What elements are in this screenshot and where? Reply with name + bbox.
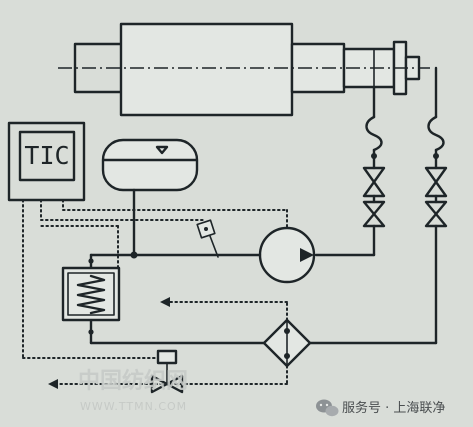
signal-lines: [22, 199, 288, 359]
cooling-out-arrow-icon: [160, 297, 170, 307]
tank-body: [101, 138, 199, 192]
watermark: 中国纺织网 WWW.TTMN.COM: [78, 368, 188, 413]
control-valve: [150, 349, 184, 394]
heat-exchanger: [262, 318, 312, 368]
main-pipework: [88, 251, 266, 345]
watermark-en: WWW.TTMN.COM: [80, 400, 187, 413]
watermark-cn: 中国纺织网: [78, 368, 188, 394]
wechat-icon: [316, 399, 339, 417]
gate-valve-left-upper: [362, 166, 386, 198]
flexible-hose-right: [427, 115, 445, 152]
valve-actuator: [156, 349, 178, 365]
cooling-water-lines: [48, 297, 288, 389]
gate-valve-left-lower: [362, 200, 386, 228]
cooling-return-arrow-icon: [48, 379, 58, 389]
controller-display: [18, 130, 76, 182]
expansion-tank: [101, 138, 199, 257]
controller-housing: [7, 121, 86, 202]
controller-label: TIC: [24, 141, 69, 170]
heater: [61, 266, 121, 322]
supply-line-left: [314, 85, 386, 257]
gate-valve-right-lower: [424, 200, 448, 228]
level-indicator-icon: [155, 145, 169, 155]
gate-valve-right-upper: [424, 166, 448, 198]
account-badge: 服务号 · 上海联净: [316, 399, 445, 417]
roller-assembly: [58, 22, 430, 117]
temperature-controller: TIC: [7, 121, 86, 202]
heating-coil-icon: [76, 274, 106, 315]
temperature-sensor: [196, 219, 219, 258]
circulation-pump: [258, 226, 316, 284]
flexible-hose-left: [365, 115, 383, 152]
roller-body: [119, 22, 294, 117]
badge-text: 服务号 · 上海联净: [342, 400, 445, 416]
pump-arrow-icon: [300, 248, 314, 262]
return-line-right: [307, 66, 448, 345]
